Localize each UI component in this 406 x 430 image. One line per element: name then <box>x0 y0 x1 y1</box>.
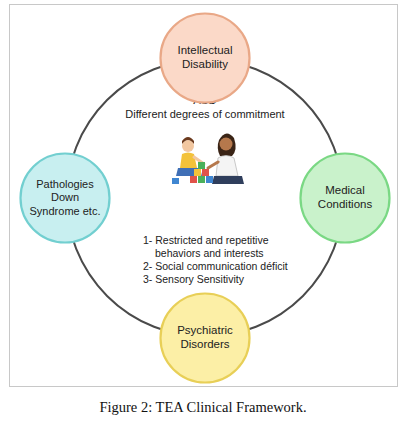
child-figure <box>176 137 204 176</box>
adult-head <box>220 138 233 151</box>
category-circle-shape <box>301 154 390 243</box>
category-circle: Medical Conditions <box>299 152 391 244</box>
child-head <box>182 140 194 152</box>
adult-figure <box>208 133 244 184</box>
toy-block <box>198 162 205 169</box>
adult-coat <box>216 156 238 177</box>
category-label: Intellectual Disability <box>168 44 242 72</box>
category-circle-shape <box>21 154 110 243</box>
category-circle: Psychiatric Disorders <box>159 292 251 384</box>
category-circle-shape <box>161 294 250 383</box>
toy-block <box>194 169 201 176</box>
center-subtitle: Different degrees of commitment <box>65 108 345 121</box>
frame-border <box>10 5 398 387</box>
adult-arm <box>208 162 218 168</box>
toy-blocks <box>172 162 213 184</box>
child-hair <box>182 137 194 144</box>
toy-block <box>190 176 197 183</box>
feature-item: 1- Restricted and repetitive behaviors a… <box>143 234 308 259</box>
child-shirt <box>180 153 197 169</box>
toy-block <box>202 169 209 176</box>
toy-block <box>198 176 205 183</box>
adult-legs <box>212 176 244 184</box>
category-circle: Pathologies Down Syndrome etc. <box>19 152 111 244</box>
feature-item: 2- Social communication déficit <box>143 260 308 273</box>
child-legs <box>176 168 202 176</box>
adult-hair <box>218 133 236 156</box>
toy-block <box>206 176 213 183</box>
feature-item: 3- Sensory Sensitivity <box>143 273 308 286</box>
category-label: Pathologies Down Syndrome etc. <box>27 178 103 218</box>
category-circle: Intellectual Disability <box>159 12 251 104</box>
child-arm <box>194 157 204 164</box>
category-circle-shape <box>161 14 250 103</box>
figure-caption: Figure 2: TEA Clinical Framework. <box>0 399 406 416</box>
category-label: Psychiatric Disorders <box>168 324 242 352</box>
toy-block <box>172 178 179 184</box>
category-label: Medical Conditions <box>309 184 381 212</box>
